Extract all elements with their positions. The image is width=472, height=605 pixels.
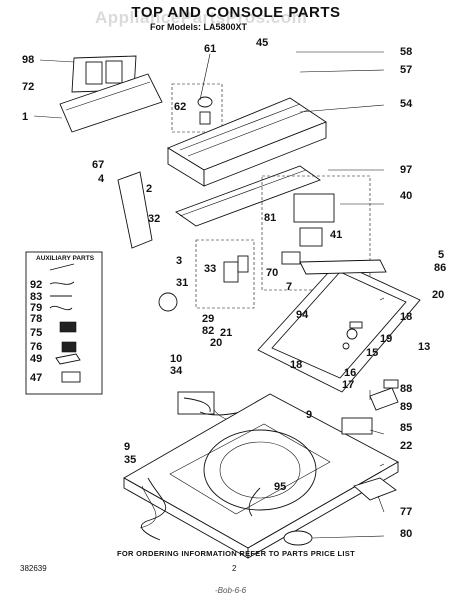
callout-16: 16 xyxy=(344,367,357,379)
callout-9: 9 xyxy=(124,441,131,453)
lower-rail-part xyxy=(175,165,321,227)
aux-parts-title: AUXILIARY PARTS xyxy=(36,255,95,262)
callout-15: 15 xyxy=(366,347,379,359)
aux-label-76: 76 xyxy=(30,341,43,353)
aux-label-83: 83 xyxy=(30,291,43,303)
aux-label-78: 78 xyxy=(30,313,43,325)
callout-88: 88 xyxy=(400,383,413,395)
callout-33: 33 xyxy=(204,263,217,275)
callout-41: 41 xyxy=(330,229,343,241)
callout-10: 10 xyxy=(170,353,183,365)
callout-98: 98 xyxy=(22,54,35,66)
callout-35: 35 xyxy=(124,454,137,466)
callout-9: 9 xyxy=(306,409,313,421)
callout-31: 31 xyxy=(176,277,189,289)
end-cap-part xyxy=(117,171,153,249)
callout-45: 45 xyxy=(256,37,269,49)
knob-part xyxy=(171,83,223,133)
callout-20: 20 xyxy=(432,289,445,301)
aux-label-92: 92 xyxy=(30,279,43,291)
callout-1: 1 xyxy=(22,111,29,123)
aux-label-75: 75 xyxy=(30,327,43,339)
callout-4: 4 xyxy=(98,173,105,185)
right-side-parts xyxy=(341,379,399,435)
callout-19: 19 xyxy=(380,333,393,345)
leader-lines xyxy=(33,51,385,539)
callout-7: 7 xyxy=(286,281,293,293)
callout-13: 13 xyxy=(418,341,431,353)
aux-label-49: 49 xyxy=(30,353,43,365)
callout-29: 29 xyxy=(202,313,215,325)
diagram-title: TOP AND CONSOLE PARTS xyxy=(131,4,341,21)
callout-20: 20 xyxy=(210,337,223,349)
aux-label-79: 79 xyxy=(30,302,43,314)
callout-40: 40 xyxy=(400,190,413,202)
control-panel-part xyxy=(71,55,137,93)
callout-58: 58 xyxy=(400,46,413,58)
watermark-text: AppliancePartsPros.com xyxy=(95,8,308,27)
callout-95: 95 xyxy=(274,481,287,493)
callout-54: 54 xyxy=(400,98,413,110)
callout-70: 70 xyxy=(266,267,279,279)
lid-switch-parts xyxy=(342,321,363,350)
callout-80: 80 xyxy=(400,528,413,540)
callout-62: 62 xyxy=(174,101,187,113)
aux-parts-box xyxy=(25,251,103,395)
handwritten-note: -Bob-6-6 xyxy=(215,586,247,595)
foot-part xyxy=(283,530,313,546)
console-top-part xyxy=(167,97,327,187)
callout-57: 57 xyxy=(400,64,413,76)
callout-22: 22 xyxy=(400,440,413,452)
document-number: 382639 xyxy=(20,564,47,573)
callout-3: 3 xyxy=(176,255,183,267)
callout-17: 17 xyxy=(342,379,355,391)
aux-parts-icons xyxy=(49,263,81,383)
lid-part xyxy=(257,259,421,393)
callout-85: 85 xyxy=(400,422,413,434)
callout-67: 67 xyxy=(92,159,105,171)
callout-18: 18 xyxy=(400,311,413,323)
washer-top-part xyxy=(123,393,399,559)
bottom-wiring-part xyxy=(141,477,166,541)
callout-72: 72 xyxy=(22,81,35,93)
callout-94: 94 xyxy=(296,309,309,321)
callout-89: 89 xyxy=(400,401,413,413)
callout-32: 32 xyxy=(148,213,161,225)
callout-81: 81 xyxy=(264,212,277,224)
timer-part xyxy=(158,255,249,312)
callout-97: 97 xyxy=(400,164,413,176)
callout-21: 21 xyxy=(220,327,233,339)
callout-82: 82 xyxy=(202,325,215,337)
console-back-panel-part xyxy=(59,73,163,133)
ordering-note: FOR ORDERING INFORMATION REFER TO PARTS … xyxy=(117,549,355,558)
callout-86: 86 xyxy=(434,262,447,274)
callout-5: 5 xyxy=(438,249,445,261)
callout-34: 34 xyxy=(170,365,183,377)
callout-18: 18 xyxy=(290,359,303,371)
switch-bracket-part xyxy=(281,193,335,265)
page-number: 2 xyxy=(232,564,237,573)
bottom-pad-part xyxy=(353,477,397,501)
callout-61: 61 xyxy=(204,43,217,55)
aux-label-47: 47 xyxy=(30,372,43,384)
callout-77: 77 xyxy=(400,506,413,518)
diagram-subtitle: For Models: LA5800XT xyxy=(150,22,248,32)
callout-2: 2 xyxy=(146,183,153,195)
